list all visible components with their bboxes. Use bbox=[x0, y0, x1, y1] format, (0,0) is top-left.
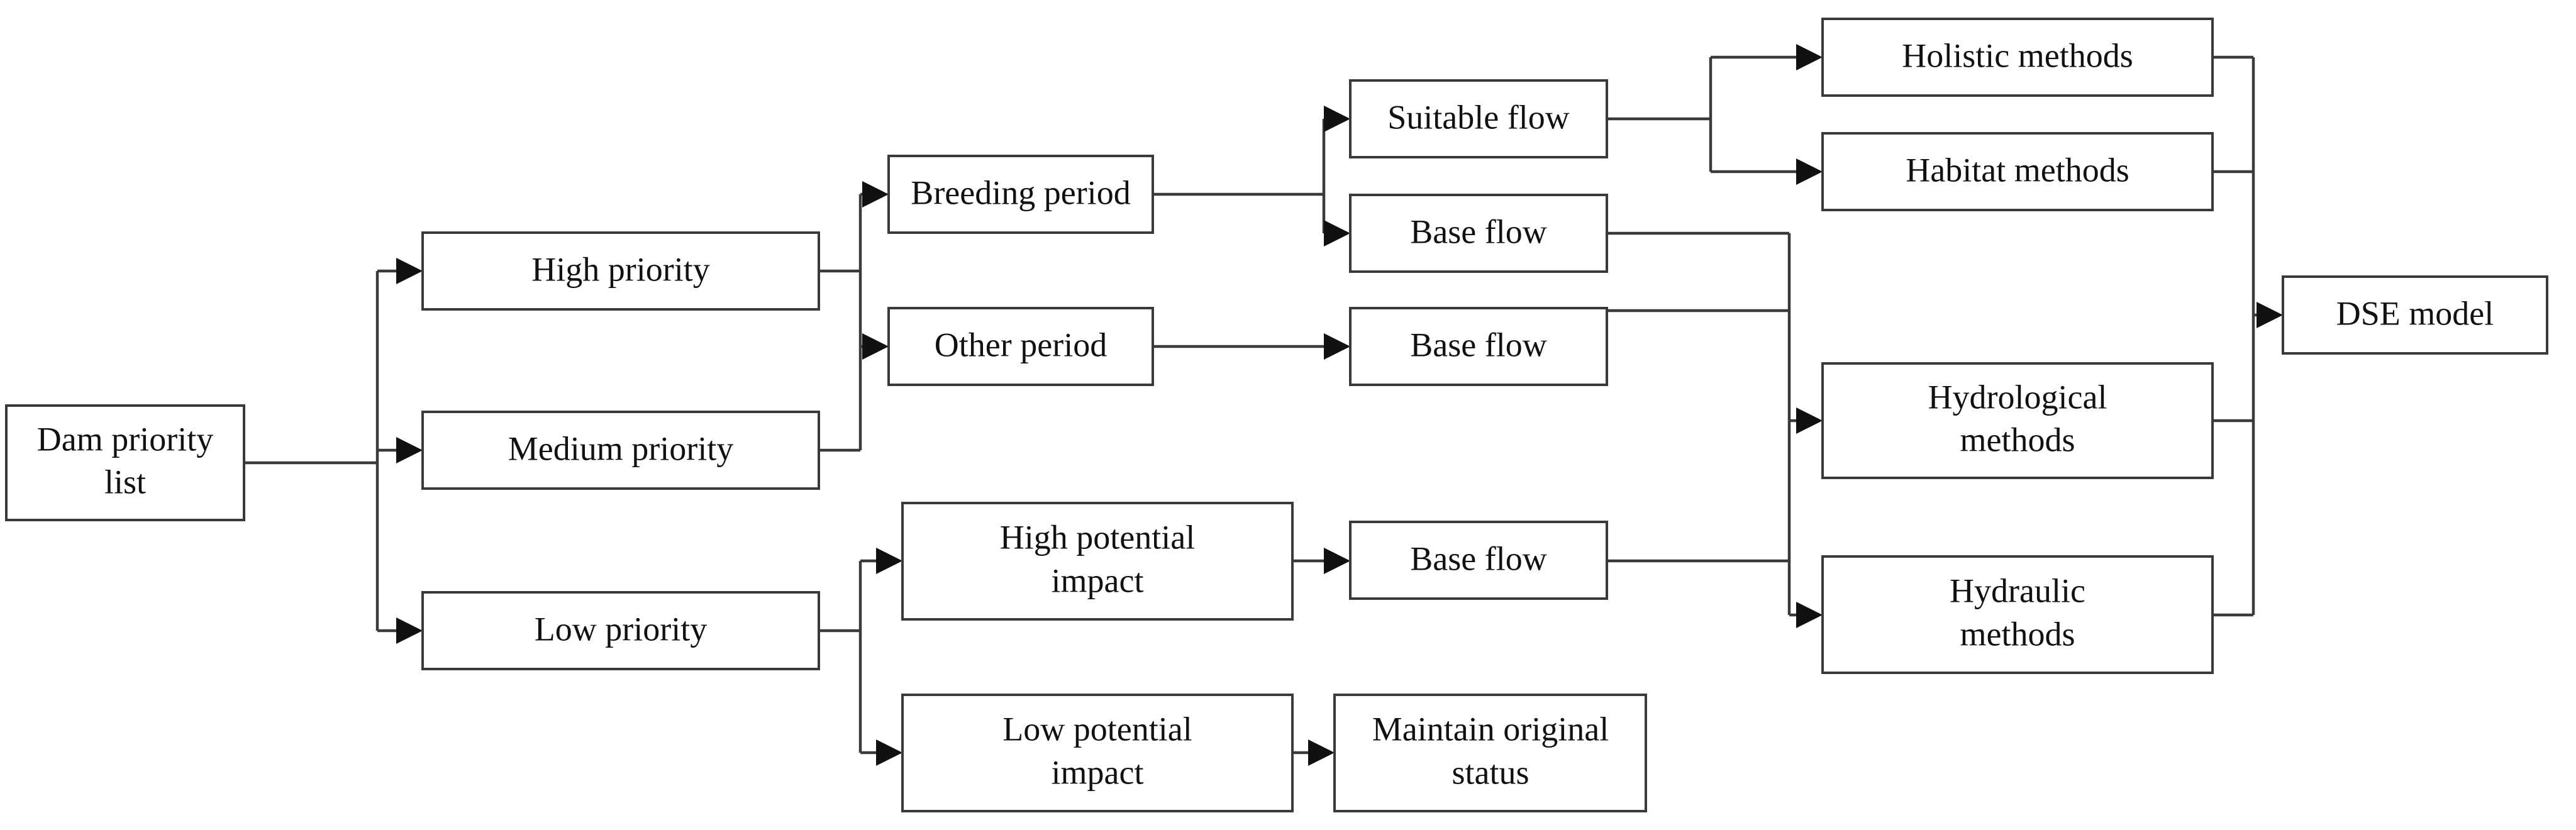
node-base-flow-impact[interactable]: Base flow bbox=[1349, 521, 1608, 600]
node-label-dam-priority-list-line1: Dam priority bbox=[37, 420, 213, 458]
node-medium-priority[interactable]: Medium priority bbox=[421, 411, 820, 490]
arrowhead-hydraulic-methods bbox=[1796, 602, 1823, 628]
arrowhead-medium-priority bbox=[396, 437, 423, 463]
node-hydraulic-methods[interactable]: Hydraulic methods bbox=[1821, 555, 2214, 674]
node-other-period[interactable]: Other period bbox=[887, 307, 1154, 386]
arrowhead-dse-model bbox=[2257, 302, 2283, 328]
node-label-hydraulic-methods-line2: methods bbox=[1960, 615, 2075, 653]
node-label-hydrological-methods-line1: Hydrological bbox=[1928, 378, 2107, 416]
arrowhead-low-priority bbox=[396, 617, 423, 644]
node-label-breeding-period: Breeding period bbox=[911, 174, 1130, 211]
node-label-hydrological-methods-line2: methods bbox=[1960, 421, 2075, 458]
node-maintain-original-status[interactable]: Maintain original status bbox=[1333, 694, 1647, 812]
node-dse-model[interactable]: DSE model bbox=[2282, 275, 2548, 355]
node-label-low-priority: Low priority bbox=[535, 610, 707, 648]
node-label-low-potential-impact-line1: Low potential bbox=[1002, 710, 1192, 748]
arrowhead-habitat-methods bbox=[1796, 158, 1823, 185]
node-label-dse-model: DSE model bbox=[2336, 294, 2494, 332]
node-suitable-flow[interactable]: Suitable flow bbox=[1349, 79, 1608, 158]
node-label-hydraulic-methods-line1: Hydraulic bbox=[1950, 572, 2085, 609]
arrowhead-other-period bbox=[862, 333, 889, 360]
node-holistic-methods[interactable]: Holistic methods bbox=[1821, 18, 2214, 97]
arrowhead-low-potential-impact bbox=[876, 739, 902, 766]
node-label-dam-priority-list-line2: list bbox=[104, 463, 146, 501]
node-label-habitat-methods: Habitat methods bbox=[1906, 151, 2129, 189]
node-label-maintain-original-status-line2: status bbox=[1452, 753, 1529, 791]
node-label-low-potential-impact-line2: impact bbox=[1052, 753, 1144, 791]
node-dam-priority-list[interactable]: Dam priority list bbox=[5, 404, 245, 521]
node-label-high-priority: High priority bbox=[531, 250, 709, 288]
arrowhead-holistic-methods bbox=[1796, 44, 1823, 70]
arrowhead-high-potential-impact bbox=[876, 548, 902, 574]
arrowhead-suitable-flow bbox=[1324, 106, 1350, 132]
node-label-holistic-methods: Holistic methods bbox=[1902, 36, 2133, 74]
node-label-high-potential-impact-line1: High potential bbox=[1000, 518, 1195, 556]
node-label-base-flow-other: Base flow bbox=[1410, 326, 1546, 363]
node-high-potential-impact[interactable]: High potential impact bbox=[901, 502, 1294, 621]
node-habitat-methods[interactable]: Habitat methods bbox=[1821, 132, 2214, 211]
node-high-priority[interactable]: High priority bbox=[421, 231, 820, 311]
arrowhead-hydrological-methods bbox=[1796, 407, 1823, 434]
node-label-base-flow-impact: Base flow bbox=[1410, 540, 1546, 577]
arrowhead-high-priority bbox=[396, 258, 423, 284]
node-hydrological-methods[interactable]: Hydrological methods bbox=[1821, 362, 2214, 479]
arrowhead-maintain-status bbox=[1308, 739, 1335, 766]
node-label-medium-priority: Medium priority bbox=[508, 429, 733, 467]
edge-layer bbox=[244, 44, 2283, 766]
node-layer: Dam priority list High priority Medium p… bbox=[5, 18, 2548, 812]
node-base-flow-other[interactable]: Base flow bbox=[1349, 307, 1608, 386]
arrowhead-base-flow-breeding bbox=[1324, 220, 1350, 246]
node-label-base-flow-breeding: Base flow bbox=[1410, 213, 1546, 250]
arrowhead-breeding-period bbox=[862, 181, 889, 208]
node-low-priority[interactable]: Low priority bbox=[421, 591, 820, 670]
node-base-flow-breeding[interactable]: Base flow bbox=[1349, 194, 1608, 273]
node-label-maintain-original-status-line1: Maintain original bbox=[1372, 710, 1609, 748]
node-low-potential-impact[interactable]: Low potential impact bbox=[901, 694, 1294, 812]
node-breeding-period[interactable]: Breeding period bbox=[887, 155, 1154, 234]
node-label-other-period: Other period bbox=[935, 326, 1107, 363]
arrowhead-base-flow-impact bbox=[1324, 548, 1350, 574]
node-label-suitable-flow: Suitable flow bbox=[1387, 98, 1569, 136]
arrowhead-base-flow-other bbox=[1324, 333, 1350, 360]
node-label-high-potential-impact-line2: impact bbox=[1052, 562, 1144, 599]
